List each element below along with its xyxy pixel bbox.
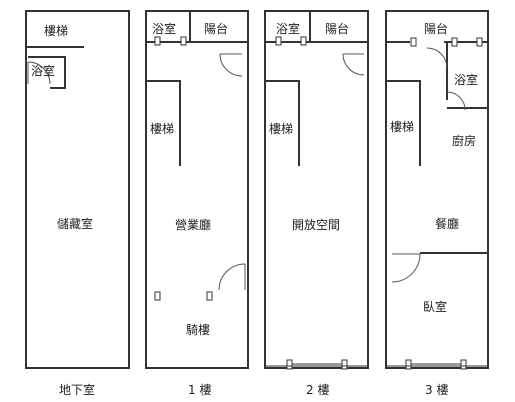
- f2-stair-wall: [265, 80, 300, 166]
- f1-balcony-door-swing: [219, 53, 243, 77]
- f3-dining-label: 餐廳: [435, 217, 460, 231]
- basement-bath-door-swing: [27, 61, 51, 85]
- f3-caption: 3 樓: [425, 383, 449, 397]
- f3-balcony-door-swing: [426, 47, 448, 69]
- f1-stairs-label: 樓梯: [150, 122, 175, 136]
- f3-stairs-label: 樓梯: [390, 120, 415, 134]
- f1-bath-label: 浴室: [152, 22, 177, 36]
- f3-bedroom-label: 臥室: [423, 300, 448, 314]
- f1-entrance-door-swing: [218, 263, 246, 291]
- f1-stair-wall: [146, 80, 181, 166]
- basement-outer-wall: [25, 10, 130, 369]
- f2-balcony-label: 陽台: [325, 22, 350, 36]
- basement-bath-wall: [28, 56, 66, 89]
- f3-bedroom-door-swing: [391, 253, 421, 283]
- f3-bath-door-swing: [446, 91, 466, 111]
- f2-balcony-door-swing: [342, 53, 365, 76]
- f2-outer-wall: [264, 10, 369, 369]
- f2-stairs-label: 樓梯: [269, 122, 294, 136]
- f1-arcade-label: 騎樓: [186, 323, 211, 337]
- f3-kitchen-label: 廚房: [452, 134, 477, 148]
- f1-hall-label: 營業廳: [175, 218, 212, 232]
- f2-space-label: 開放空間: [292, 218, 341, 232]
- f1-outer-wall: [145, 10, 249, 369]
- f1-caption: 1 樓: [188, 383, 212, 397]
- basement-bath-label: 浴室: [31, 64, 56, 78]
- basement-caption: 地下室: [59, 383, 96, 397]
- basement-stairs-label: 樓梯: [44, 24, 69, 38]
- f3-stair-wall: [386, 80, 421, 166]
- f2-bath-label: 浴室: [276, 22, 301, 36]
- f1-balcony-label: 陽台: [204, 22, 229, 36]
- f3-outer-wall: [385, 10, 489, 369]
- f3-bath-label: 浴室: [454, 73, 479, 87]
- f2-caption: 2 樓: [306, 383, 330, 397]
- f3-balcony-label: 陽台: [424, 22, 449, 36]
- basement-storage-label: 儲藏室: [57, 217, 94, 231]
